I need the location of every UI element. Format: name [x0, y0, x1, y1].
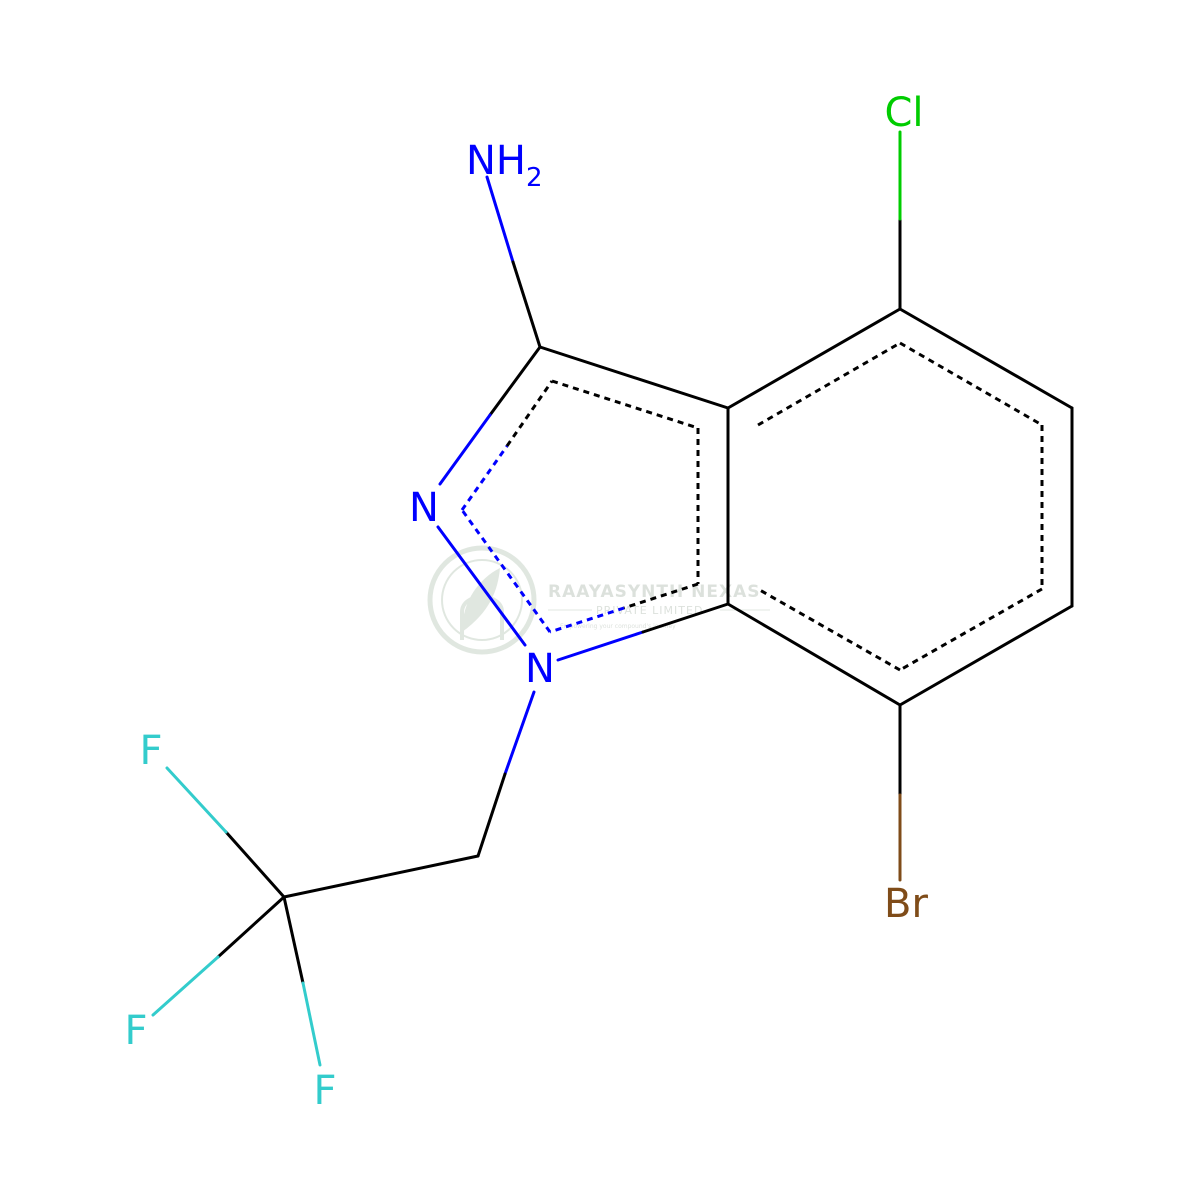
- atom-nitrogen-2: N: [409, 485, 439, 531]
- bond-cf3-fbottom-cyan: [301, 981, 322, 1067]
- atom-amine: NH2: [466, 138, 543, 193]
- aromatic-c6-c7: [899, 587, 1043, 672]
- aromatic-c7a-n1-blue: [549, 606, 625, 634]
- atom-fluorine-top: F: [139, 728, 162, 774]
- watermark-tagline: Empowering your compound's journey: [560, 623, 676, 630]
- bond-n1-ch2-black: [476, 772, 507, 858]
- watermark-company: RAAYASYNTH NEXAS: [548, 582, 761, 602]
- bond-cf3-fbottom-black: [282, 895, 305, 985]
- bond-cf3-fleft-black: [216, 895, 286, 959]
- atom-bromine: Br: [884, 881, 928, 927]
- bond-n1-c7a-blue: [556, 630, 645, 662]
- atom-fluorine-left: F: [124, 1008, 147, 1054]
- bond-amine-c3-blue: [485, 175, 515, 264]
- bond-c3-c3a: [538, 345, 730, 410]
- bond-cf3-fleft-cyan: [151, 955, 220, 1017]
- aromatic-c7-c7a: [757, 587, 901, 672]
- atom-amine-subscript: 2: [526, 163, 543, 193]
- atom-nitrogen-1: N: [525, 646, 555, 692]
- bond-c6-c7: [898, 604, 1074, 707]
- aromatic-c7a-n1-black: [623, 582, 699, 610]
- bond-c4-c5: [898, 307, 1074, 410]
- aromatic-c4-c5: [899, 341, 1043, 427]
- watermark-logo-icon: [427, 545, 537, 655]
- bonds: [151, 130, 1074, 1067]
- aromatic-c3-c3a: [551, 379, 699, 430]
- bond-c3a-c4: [726, 307, 902, 410]
- bond-c7-c7a: [726, 602, 902, 707]
- bond-c3-n2-black: [488, 345, 542, 417]
- watermark: RAAYASYNTH NEXAS PRIVATE LIMITED Empower…: [427, 545, 770, 655]
- aromatic-n2-c3-black: [505, 380, 554, 447]
- aromatic-c3a-c4: [757, 341, 901, 427]
- aromatic-n1-n2: [460, 509, 552, 633]
- atom-labels: NH2 Cl Br N N F F F: [124, 90, 928, 1114]
- bond-c3-n2-blue: [438, 413, 492, 486]
- bond-cf3-ftop-cyan: [165, 766, 228, 834]
- watermark-logo-inner-icon: [441, 559, 523, 641]
- bond-n1-c7a-black: [641, 602, 730, 634]
- atom-amine-label: NH: [466, 138, 526, 184]
- bond-ch2-cf3: [282, 854, 480, 899]
- bond-n1-ch2-blue: [503, 690, 536, 776]
- bond-n2-n1: [436, 525, 527, 647]
- watermark-leaf-icon: [462, 568, 500, 632]
- atom-fluorine-bottom: F: [313, 1068, 336, 1114]
- watermark-arch-icon: [460, 595, 504, 640]
- aromatic-n2-c3-blue: [460, 445, 509, 511]
- aromatic-dashes: [460, 341, 1044, 672]
- bond-amine-c3-black: [511, 260, 542, 349]
- bond-cf3-ftop-black: [224, 830, 286, 899]
- atom-chlorine: Cl: [884, 90, 923, 136]
